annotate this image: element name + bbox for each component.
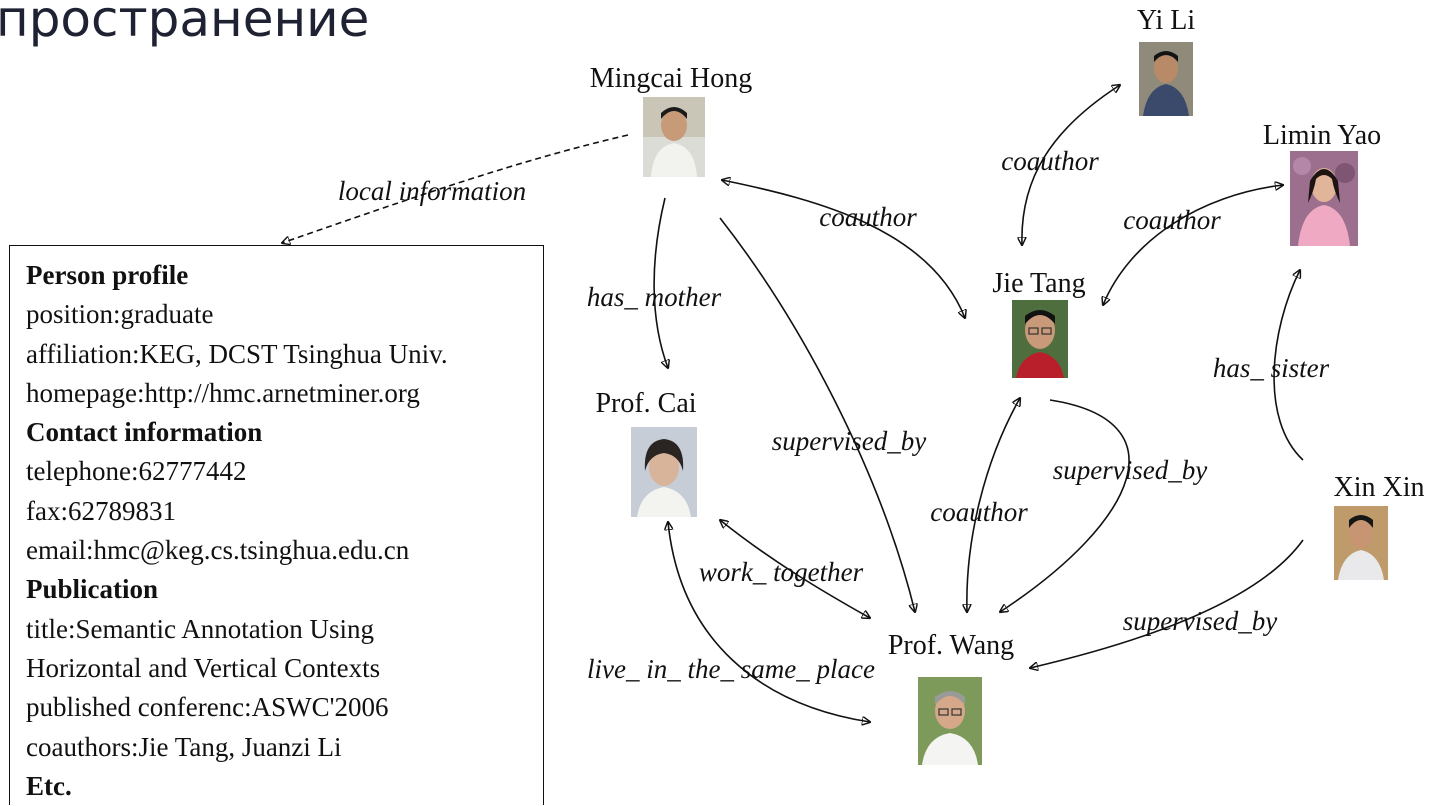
node-label-limin-yao: Limin Yao [1262, 120, 1382, 151]
edge-label-work-together: work_ together [698, 557, 864, 587]
edge-coauthor-tang-wang [967, 398, 1020, 612]
edge-label-supervised-by-hong: supervised_by [771, 426, 927, 456]
prof-cai-photo [631, 427, 697, 517]
edge-label-has-mother: has_ mother [586, 282, 722, 312]
edge-has-mother [653, 197, 668, 368]
profile-section-heading: Publication [26, 574, 159, 605]
profile-section-heading: Person profile [26, 260, 189, 290]
edge-coauthor-tang-yao [1103, 185, 1283, 305]
profile-section-heading: Etc. [26, 770, 72, 801]
xin-xin-photo [1334, 506, 1388, 580]
yi-li-photo [1139, 42, 1193, 116]
profile-field-line: email:hmc@keg.cs.tsinghua.edu.cn [26, 535, 410, 566]
edge-supervised-by-xin [1030, 539, 1304, 668]
profile-section-heading: Contact information [26, 417, 263, 448]
node-label-mingcai-hong: Mingcai Hong [589, 63, 753, 94]
edge-label-supervised-by-xin: supervised_by [1122, 606, 1278, 636]
edge-local-information [282, 134, 629, 243]
person-profile-box: Person profile position:graduate affiliati… [9, 245, 544, 805]
node-label-xin-xin: Xin Xin [1333, 472, 1425, 503]
prof-wang-photo [918, 677, 982, 765]
edge-live-in-same-place [668, 522, 870, 722]
profile-field-line: position:graduate [26, 299, 214, 330]
slide-title: пространение [0, 0, 370, 48]
edge-label-local-information: local information [337, 176, 527, 206]
profile-field-line: affiliation:KEG, DCST Tsinghua Univ. [26, 338, 448, 369]
edge-label-coauthor-li-tang: coauthor [1001, 146, 1099, 176]
profile-field-line: title:Semantic Annotation Using [26, 613, 374, 644]
node-label-prof-cai: Prof. Cai [595, 388, 697, 419]
profile-field-line: fax:62789831 [26, 495, 176, 526]
edge-label-has-sister: has_ sister [1212, 353, 1330, 383]
edge-supervised-by-tang [1000, 399, 1130, 612]
profile-field-line: Horizontal and Vertical Contexts [26, 652, 381, 683]
profile-field-line: homepage:http://hmc.arnetminer.org [26, 377, 420, 408]
edge-label-coauthor-hong-tang: coauthor [819, 202, 917, 232]
mingcai-hong-photo [643, 97, 705, 177]
profile-field-line: coauthors:Jie Tang, Juanzi Li [26, 731, 342, 762]
edge-label-supervised-by-tang: supervised_by [1052, 455, 1208, 485]
edge-label-coauthor-tang-yao: coauthor [1123, 205, 1221, 235]
profile-field-line: published conferenc:ASWC'2006 [26, 692, 389, 723]
edge-label-live-in-same-place: live_ in_ the_ same_ place [587, 654, 875, 684]
node-label-yi-li: Yi Li [1136, 5, 1196, 36]
profile-field-line: telephone:62777442 [26, 456, 247, 487]
edge-coauthor-hong-tang [722, 180, 965, 318]
node-label-jie-tang: Jie Tang [992, 268, 1086, 299]
edge-label-coauthor-tang-wang: coauthor [930, 497, 1028, 527]
edge-has-sister [1273, 270, 1304, 461]
node-label-prof-wang: Prof. Wang [887, 630, 1015, 661]
limin-yao-photo [1290, 151, 1358, 246]
jie-tang-photo [1012, 300, 1068, 378]
edge-supervised-by-hong [719, 217, 915, 612]
edge-coauthor-li-tang [1022, 85, 1120, 245]
